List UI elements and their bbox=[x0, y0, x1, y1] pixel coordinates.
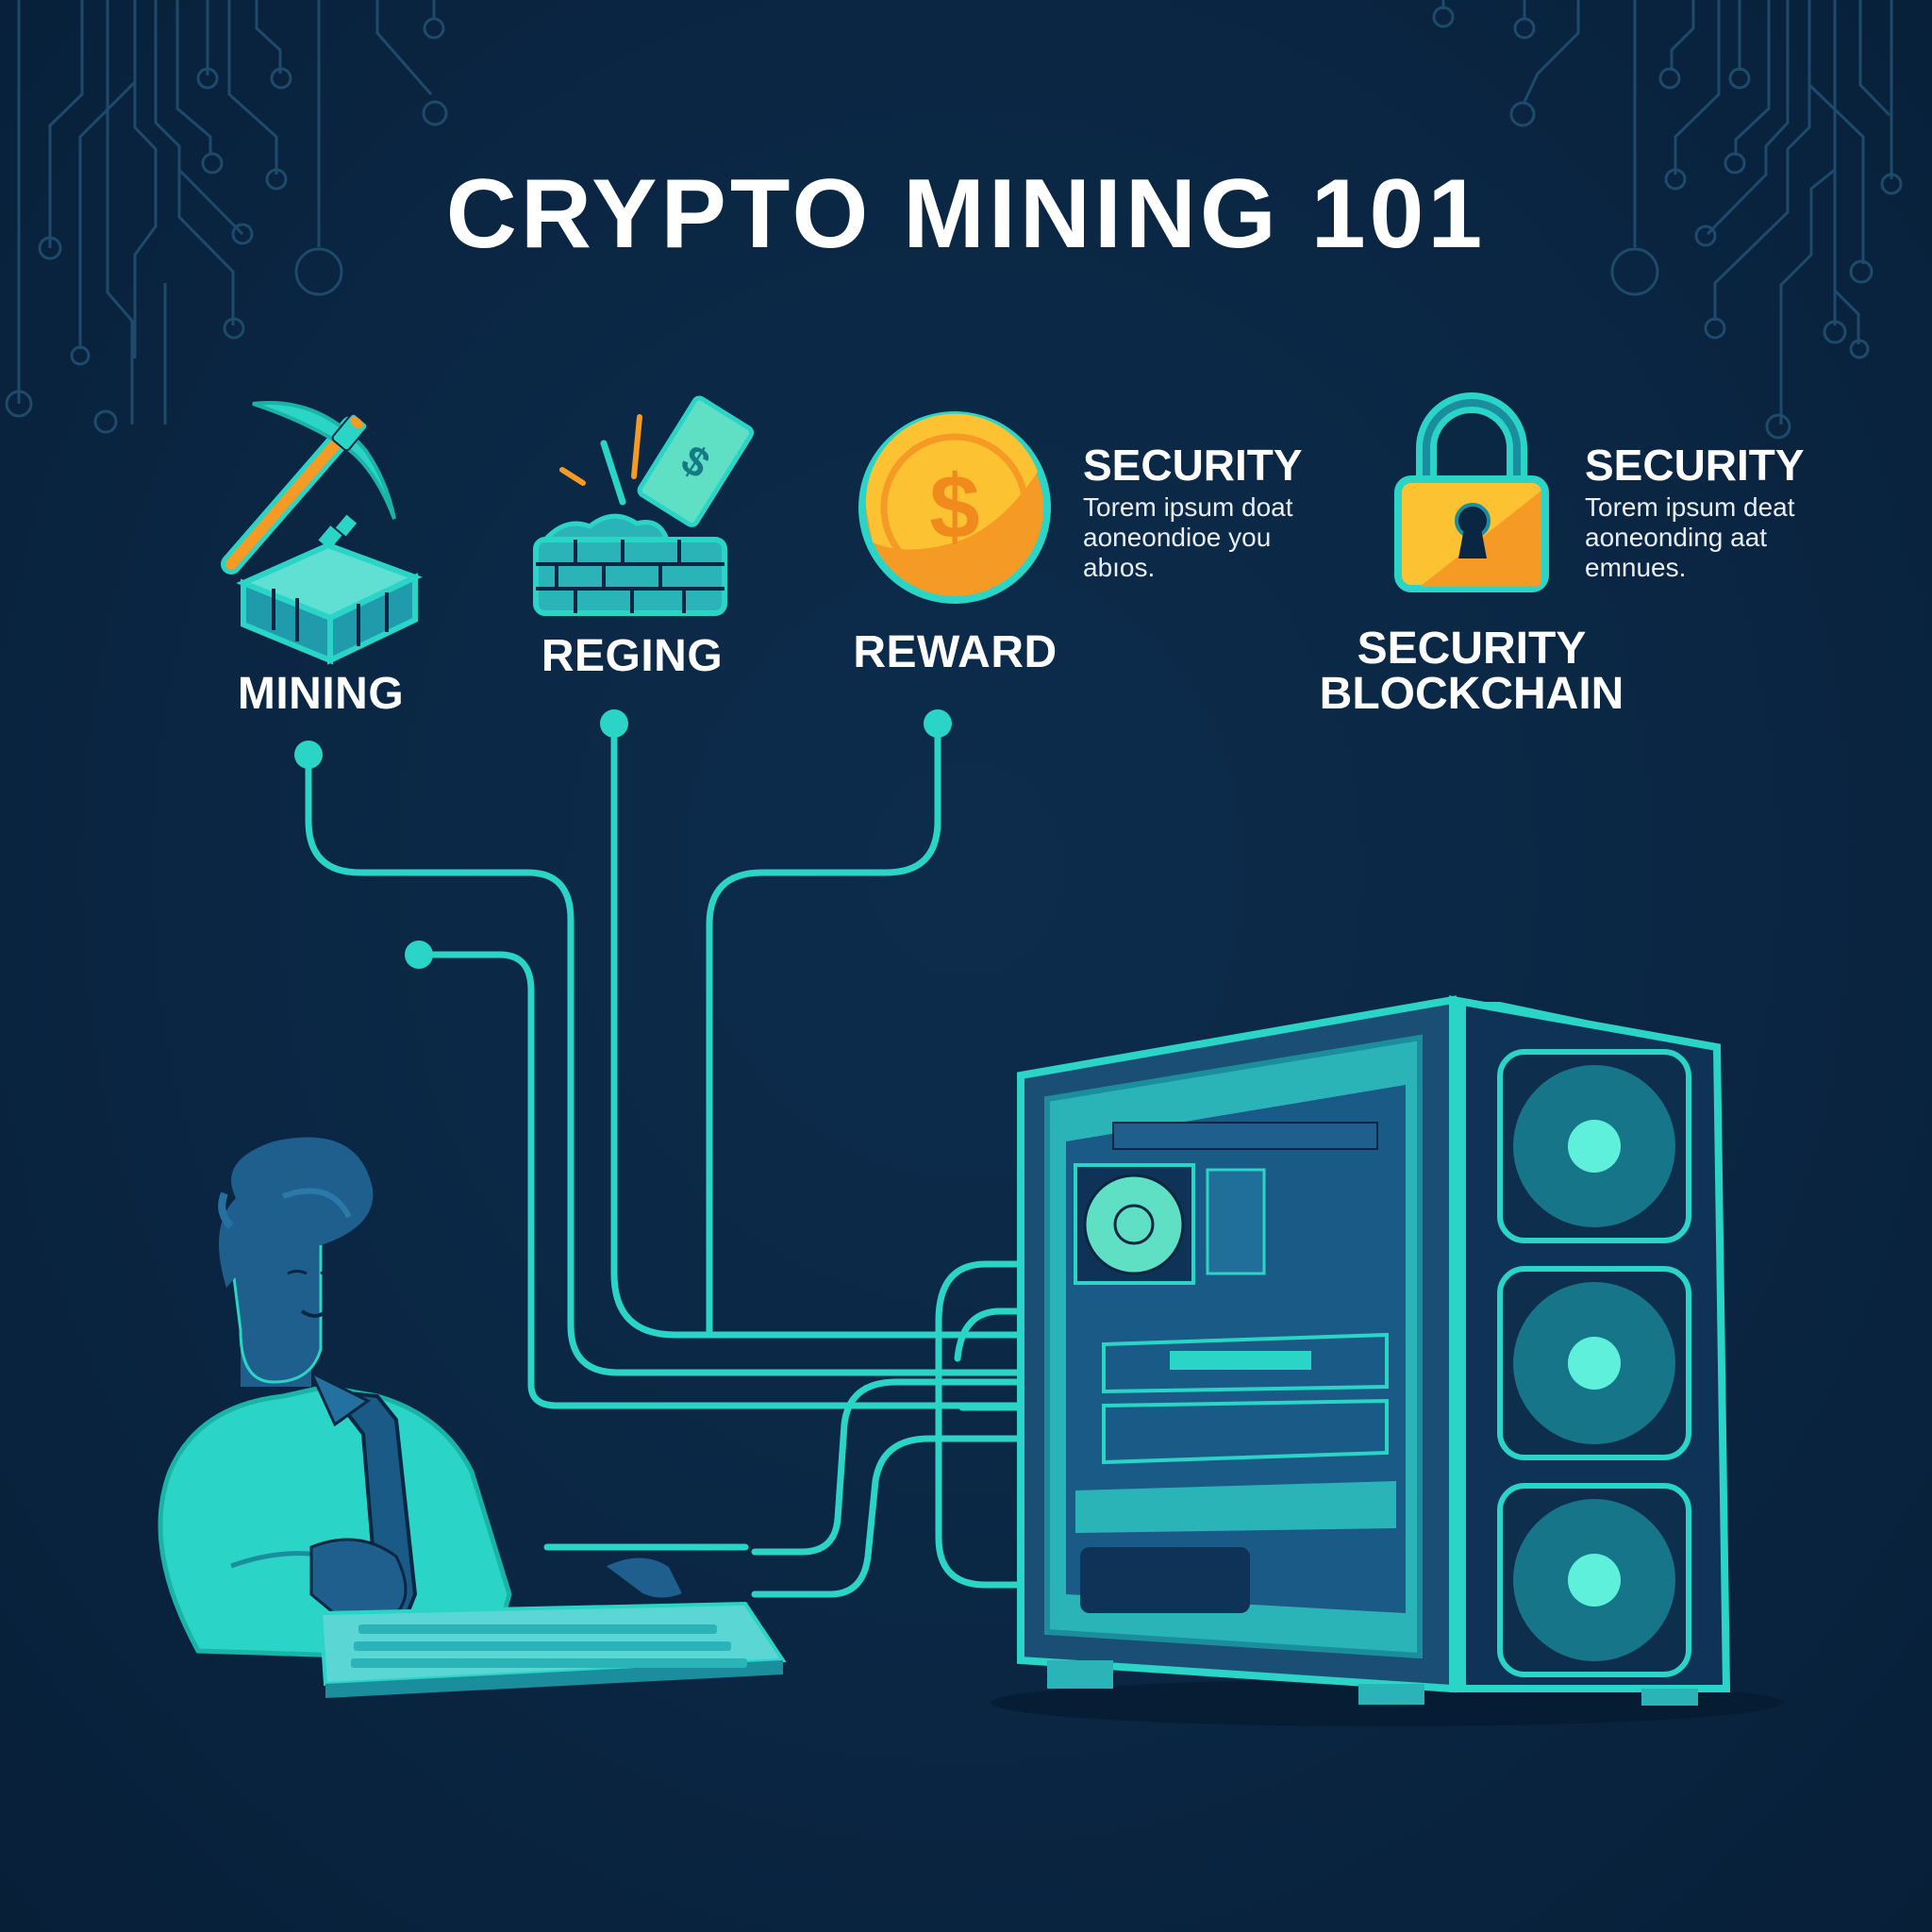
front-fan bbox=[1497, 1483, 1691, 1677]
pickaxe-icon bbox=[221, 401, 423, 665]
step-label-reging: REGING bbox=[541, 631, 724, 681]
front-fan bbox=[1497, 1266, 1691, 1460]
pc-case bbox=[1017, 995, 1731, 1706]
step-label-mining: MINING bbox=[237, 669, 405, 719]
keyboard bbox=[318, 1601, 787, 1698]
page-title: CRYPTO MINING 101 bbox=[445, 159, 1487, 269]
info-block-body: Torem ipsum deat aoneonding aat emnues. bbox=[1585, 492, 1795, 582]
front-fan bbox=[1497, 1049, 1691, 1243]
info-block-body: Torem ipsum doat aoneondioe you abıos. bbox=[1083, 492, 1293, 582]
circuit-traces-right bbox=[1432, 0, 1903, 440]
dollar-coin-icon: $ bbox=[858, 411, 1051, 604]
padlock-icon bbox=[1394, 392, 1549, 592]
security-blockchain-caption: SECURITY BLOCKCHAIN bbox=[1319, 624, 1624, 719]
svg-text:$: $ bbox=[929, 457, 979, 558]
circuit-traces-left bbox=[5, 0, 448, 434]
step-label-reward: REWARD bbox=[853, 627, 1058, 677]
info-block-title: SECURITY bbox=[1585, 441, 1805, 490]
info-block-title: SECURITY bbox=[1083, 441, 1303, 490]
person bbox=[158, 1137, 687, 1663]
brick-block-money-icon: $ bbox=[533, 395, 755, 616]
